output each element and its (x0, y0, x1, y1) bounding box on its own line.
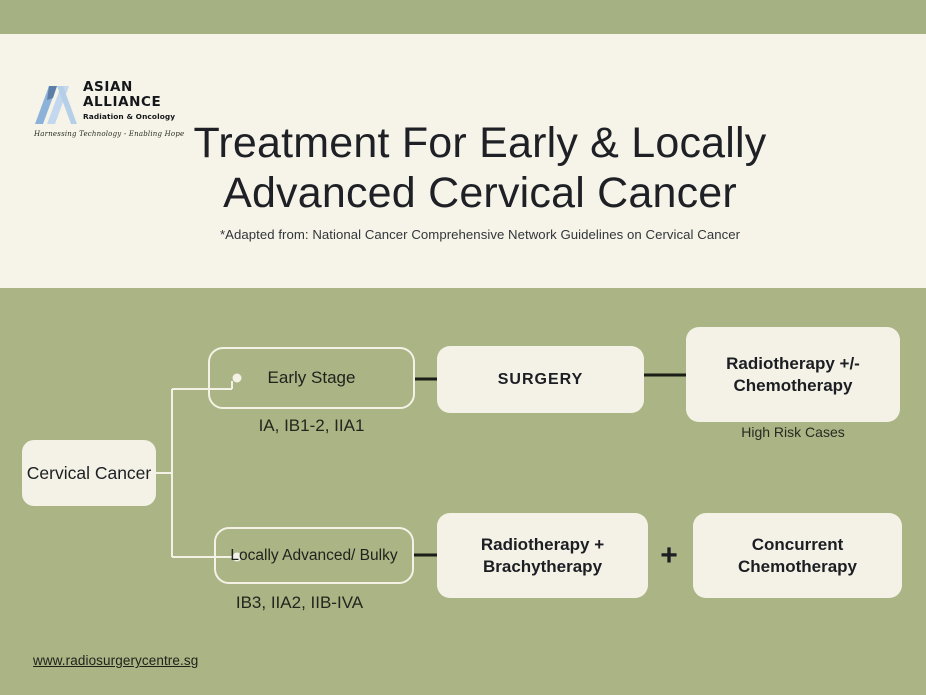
footer-website-link[interactable]: www.radiosurgerycentre.sg (33, 653, 199, 668)
node-radiotherapy-brachytherapy[interactable]: Radiotherapy + Brachytherapy (437, 513, 648, 598)
logo-subtitle: Radiation & Oncology (83, 112, 176, 121)
logo-tagline: Harnessing Technology - Enabling Hope (34, 130, 185, 138)
plus-combiner-icon: + (660, 539, 678, 572)
caption-early-stage-codes: IA, IB1-2, IIA1 (258, 416, 365, 435)
node-surgery[interactable]: SURGERY (437, 346, 644, 413)
page-title: Treatment For Early & Locally Advanced C… (193, 119, 767, 217)
top-accent-band (0, 0, 926, 34)
asian-alliance-mark-icon (35, 86, 77, 124)
node-concurrent-chemotherapy[interactable]: Concurrent Chemotherapy (693, 513, 902, 598)
node-cervical-cancer[interactable]: Cervical Cancer (22, 440, 156, 506)
caption-locally-advanced-codes: IB3, IIA2, IIB-IVA (235, 593, 364, 612)
logo-wordmark: ASIAN ALLIANCE Radiation & Oncology (83, 79, 183, 122)
caption-high-risk-cases: High Risk Cases (741, 424, 845, 440)
page-subtitle-source: *Adapted from: National Cancer Comprehen… (219, 227, 741, 242)
logo-line-1: ASIAN (83, 79, 133, 95)
header-panel (0, 34, 926, 288)
node-radiotherapy-chemotherapy[interactable]: Radiotherapy +/- Chemotherapy (686, 327, 900, 422)
brand-logo: ASIAN ALLIANCE Radiation & Oncology Harn… (33, 78, 185, 142)
logo-line-2: ALLIANCE (83, 94, 162, 110)
node-locally-advanced-bulky[interactable]: Locally Advanced/ Bulky (214, 527, 414, 584)
node-early-stage[interactable]: Early Stage (208, 347, 415, 409)
